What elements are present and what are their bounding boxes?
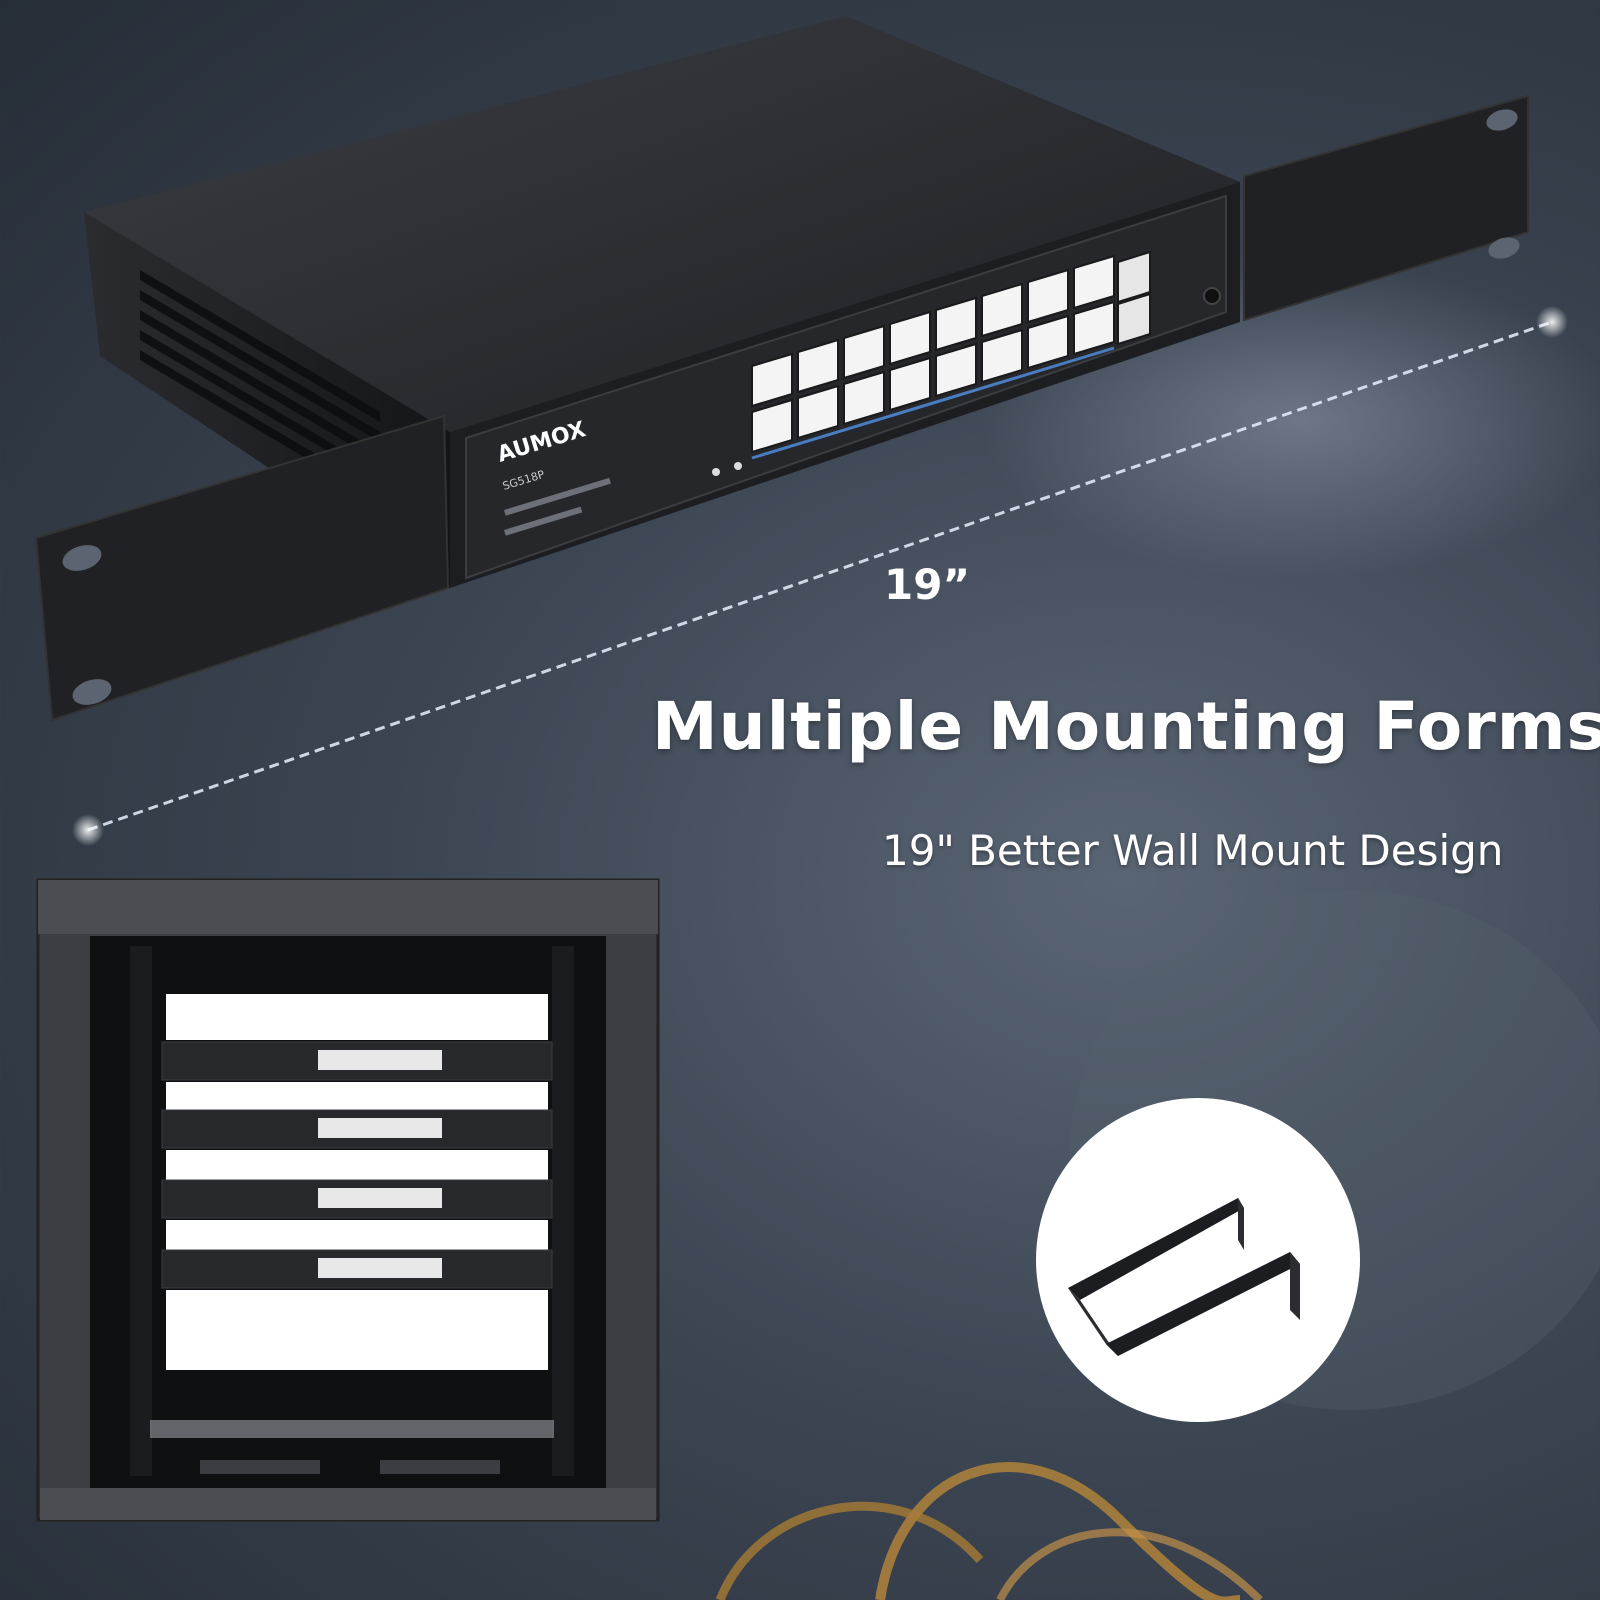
dimension-endpoint [72,814,104,846]
cable [715,1501,984,1600]
dimension-line [87,320,1553,832]
ethernet-ports [751,250,1151,460]
rack-switch [161,1249,553,1289]
wall-mount-bracket-icon [1036,1098,1360,1422]
headline: Multiple Mounting Forms [652,688,1600,765]
rack-ear-right [1243,94,1529,322]
subline: 19" Better Wall Mount Design [882,826,1504,875]
rack-switch [161,1041,553,1081]
size-label: 19” [884,560,971,609]
rack-switch [161,1179,553,1219]
blank-panel [166,1150,548,1180]
blank-panel [166,1220,548,1250]
wall-mount-cabinet [36,878,660,1522]
rack-switch [161,1109,553,1149]
dimension-endpoint [1536,306,1568,338]
blank-panel [166,994,548,1040]
cable [875,1462,1240,1600]
blank-panel [166,1290,548,1370]
uplink-ports [1117,250,1151,346]
rack-ear-left [34,414,450,722]
blank-panel [166,1082,548,1110]
cable [996,1528,1263,1600]
network-switch: AUMOX SG518P [34,16,1529,722]
reset-button [1203,287,1221,305]
